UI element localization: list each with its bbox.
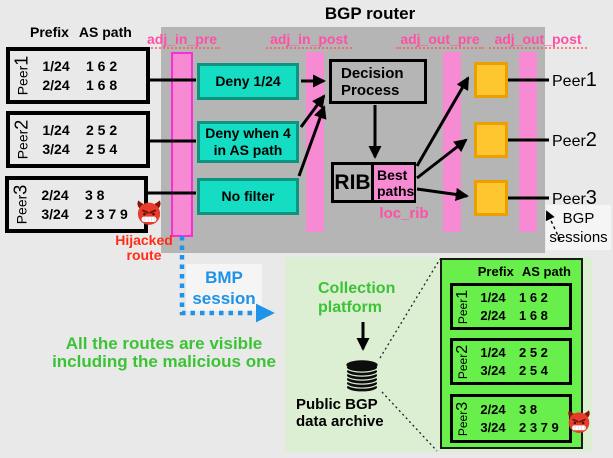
adj-in-post-label: adj_in_post <box>266 32 352 49</box>
prefix-header: Prefix <box>30 24 69 40</box>
decision-process-line1: Decision <box>341 64 404 82</box>
peer2-rot-cell: Peer2 <box>10 115 34 164</box>
adj-out-box-peer3 <box>474 180 508 216</box>
adj-out-box-peer2 <box>474 122 508 158</box>
bmp-session-chip: BMP session <box>186 264 262 311</box>
devil-icon <box>135 199 163 226</box>
adj-out-post-label: adj_out_post <box>489 32 587 49</box>
loc-rib-label: loc_rib <box>379 205 429 222</box>
visibility-caption: All the routes are visible including the… <box>52 334 276 371</box>
peer3-out-label: Peer3 <box>552 187 597 209</box>
rib-box: RIB Best paths <box>331 162 416 203</box>
peer1-rot-cell: Peer1 <box>10 51 34 100</box>
filter-deny-1-24: Deny 1/24 <box>197 63 299 100</box>
peer2-name: Peer <box>14 129 31 160</box>
best-paths-box: Best paths <box>371 165 415 200</box>
peer2-out-label: Peer2 <box>552 129 597 151</box>
decision-process-line2: Process <box>341 81 400 99</box>
filter-none: No filter <box>197 178 299 215</box>
peer1-out-label: Peer1 <box>552 69 597 91</box>
best-paths-line2: paths <box>377 182 415 199</box>
bgp-sessions-line2: sessions <box>549 229 608 246</box>
adj-out-post-bar <box>519 52 537 232</box>
best-paths-line1: Best <box>377 166 408 183</box>
hijacked-route-label: Hijacked route <box>115 232 173 263</box>
adj-in-pre-bar <box>171 52 193 237</box>
peer3-number: 3 <box>10 184 31 195</box>
adj-in-post-bar <box>306 52 324 232</box>
adj-out-pre-bar <box>443 52 461 232</box>
collection-platform-label: Collection platform <box>318 280 396 316</box>
adj-out-box-peer1 <box>474 62 508 98</box>
adj-in-pre-label: adj_in_pre <box>144 32 220 49</box>
as-path-header: AS path <box>78 24 132 40</box>
bgp-sessions-chip: BGP sessions <box>546 205 611 250</box>
filter-deny-as4: Deny when 4 in AS path <box>197 121 299 163</box>
public-archive-label: Public BGP data archive <box>296 396 384 430</box>
bmp-session-line1: BMP <box>205 268 243 287</box>
input-table-header: Prefix AS path <box>30 24 132 40</box>
devil-icon <box>566 409 592 434</box>
rib-label: RIB <box>334 170 371 194</box>
peer2-number: 2 <box>11 119 32 130</box>
bmp-session-line2: session <box>192 289 256 308</box>
adj-out-pre-label: adj_out_pre <box>396 32 484 49</box>
peer1-name: Peer <box>14 65 31 96</box>
peer3-name: Peer <box>13 194 30 225</box>
peer3-rot-cell: Peer3 <box>9 180 33 229</box>
diagram-title: BGP router <box>324 4 416 23</box>
decision-process-box: Decision Process <box>329 59 427 104</box>
peer1-number: 1 <box>11 55 32 66</box>
bgp-sessions-line1: BGP <box>562 210 595 227</box>
archive-table-header: Prefix AS path <box>477 264 571 279</box>
database-stack-icon <box>343 355 381 393</box>
